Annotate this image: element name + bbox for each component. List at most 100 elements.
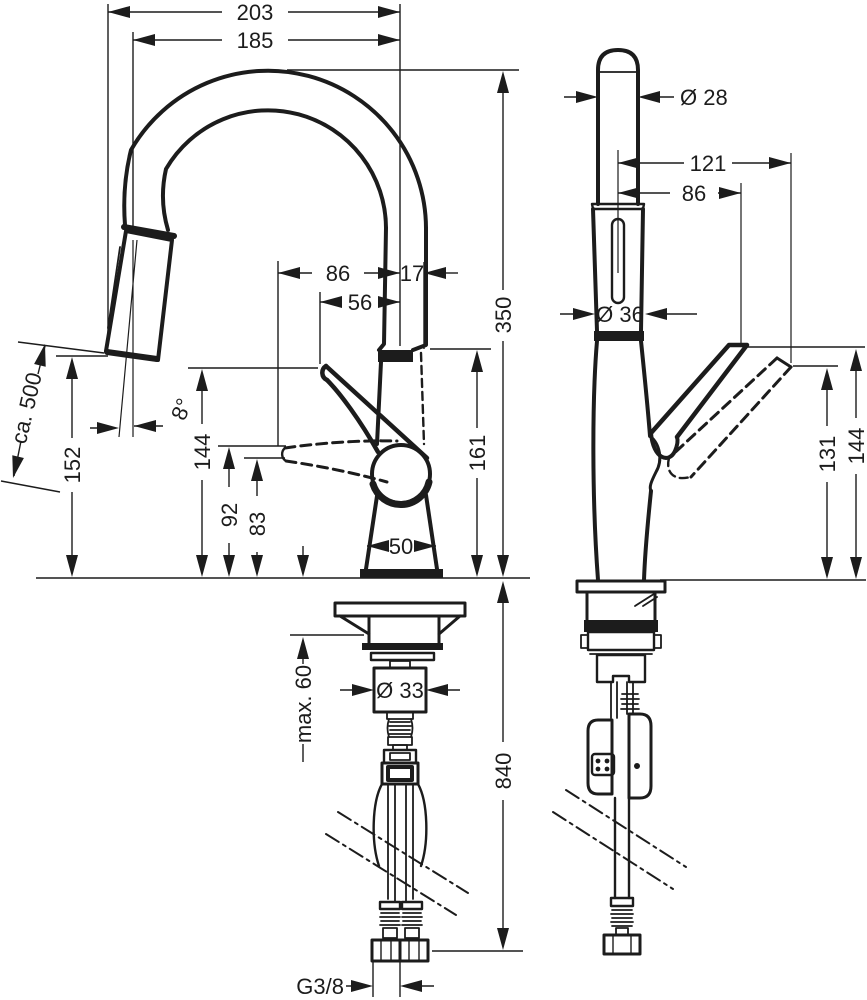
front-break-line-2 bbox=[552, 811, 674, 890]
dim-front-handle-down-height: 131 bbox=[815, 436, 840, 473]
front-extension-lines bbox=[617, 150, 792, 363]
side-valve-block-inner bbox=[386, 765, 414, 782]
dim-side-head-offset: 86 bbox=[326, 261, 350, 286]
dim-side-height-head: 152 bbox=[60, 447, 85, 484]
side-hose2-ribs bbox=[401, 912, 423, 926]
front-weight-clamp bbox=[590, 752, 616, 777]
dim-front-handle-reach: 86 bbox=[682, 181, 706, 206]
side-sprayhead bbox=[104, 229, 174, 362]
side-valve-block-upper-inner bbox=[389, 752, 411, 761]
front-handle-socket bbox=[648, 434, 662, 493]
side-valve-block bbox=[380, 761, 420, 786]
front-tube-ribs bbox=[620, 693, 640, 710]
front-handle-swung-boot bbox=[666, 456, 692, 480]
side-connector-cuff bbox=[387, 736, 413, 746]
side-washer bbox=[369, 651, 436, 662]
dim-side-spray-angle: 8° bbox=[166, 395, 197, 424]
side-handle-down-bottom bbox=[284, 459, 389, 484]
side-handle-bottom-edge bbox=[324, 377, 381, 455]
dim-side-handle-offset: 56 bbox=[348, 290, 372, 315]
dim-side-handle-down-bottom: 83 bbox=[245, 512, 270, 536]
side-connector-ribs bbox=[386, 718, 414, 738]
dim-front-spout-diameter: Ø 28 bbox=[680, 85, 728, 110]
dim-front-handle-up-height: 144 bbox=[844, 428, 867, 465]
front-view-dimensions: Ø 28 121 86 Ø 36 144 131 bbox=[560, 85, 867, 581]
front-spout-tube bbox=[596, 48, 640, 206]
dim-side-hose-length: 840 bbox=[491, 753, 516, 790]
front-tubes bbox=[610, 681, 634, 719]
side-spout-arc-inner bbox=[161, 108, 388, 232]
dim-front-handle-swing-reach: 121 bbox=[690, 151, 727, 176]
front-hose-cuff bbox=[609, 896, 635, 908]
side-spout-limb-outer bbox=[411, 226, 428, 352]
front-handle-swung bbox=[667, 356, 793, 479]
side-view-mounting bbox=[325, 601, 469, 963]
front-view-faucet bbox=[552, 48, 793, 956]
dim-side-height-spout-top: 350 bbox=[491, 297, 516, 334]
side-hose1-ribs bbox=[379, 912, 401, 926]
side-escutcheon-plate bbox=[333, 601, 467, 618]
front-flange-tab-left bbox=[580, 634, 589, 649]
front-weight-right bbox=[627, 712, 653, 800]
front-break-line-1 bbox=[565, 789, 687, 868]
front-weight-left bbox=[586, 718, 614, 796]
side-body-base bbox=[360, 569, 443, 578]
front-handle-boot bbox=[649, 431, 680, 460]
dim-side-handle-down-top: 92 bbox=[217, 503, 242, 527]
front-escutcheon-body bbox=[585, 590, 657, 622]
side-view-faucet bbox=[104, 68, 443, 578]
front-sprayhead-sides bbox=[591, 207, 645, 333]
side-nut-1-facets bbox=[380, 940, 392, 961]
dim-side-max-counter: max. 60 bbox=[291, 665, 316, 743]
side-hose1-neck bbox=[382, 927, 398, 939]
side-escutcheon-skirt bbox=[338, 614, 462, 636]
dim-side-shank-diameter: Ø 33 bbox=[376, 678, 424, 703]
front-nut-facets bbox=[612, 935, 632, 954]
front-escutcheon-band bbox=[584, 620, 658, 632]
dim-side-handle-up-height: 144 bbox=[190, 434, 215, 471]
side-sprayhead-face bbox=[104, 349, 160, 362]
side-ball-joint-base bbox=[369, 478, 433, 508]
side-body-right bbox=[424, 493, 439, 571]
side-nut-1 bbox=[370, 938, 402, 963]
dim-side-pullout-hose: ca. 500 bbox=[6, 370, 47, 446]
side-break-line-2 bbox=[325, 833, 457, 916]
side-escutcheon-body bbox=[367, 614, 441, 646]
front-escutcheon-plate bbox=[575, 579, 667, 594]
dim-side-spout-tip-offset: 17 bbox=[400, 261, 424, 286]
side-neck-edge bbox=[375, 360, 383, 446]
front-handle-swung-tip bbox=[775, 356, 793, 369]
side-connector-cap bbox=[386, 711, 414, 720]
front-flange-tab-right bbox=[653, 634, 662, 649]
side-handle-top-edge bbox=[323, 363, 430, 461]
side-nut-2 bbox=[398, 938, 430, 963]
side-hose1-cuff bbox=[378, 900, 402, 911]
side-handle-down-tip bbox=[280, 446, 288, 463]
side-nut-2-facets bbox=[408, 940, 420, 961]
side-sprayhead-detail bbox=[107, 246, 121, 329]
dim-side-height-outlet: 161 bbox=[465, 435, 490, 472]
front-hose-ribs bbox=[610, 909, 634, 927]
side-hoses bbox=[387, 783, 414, 903]
front-shank bbox=[595, 653, 647, 684]
side-hidden-edge bbox=[419, 351, 426, 446]
front-weight-screw bbox=[634, 763, 640, 769]
front-body-left bbox=[591, 339, 600, 582]
dim-side-thread-size: G3/8 bbox=[296, 974, 344, 999]
side-valve-block-upper bbox=[382, 748, 418, 765]
side-break-line-1 bbox=[337, 811, 469, 894]
side-hose2-cuff bbox=[400, 900, 424, 911]
front-hose bbox=[613, 796, 631, 900]
side-escutcheon-band bbox=[362, 643, 443, 650]
front-flange bbox=[586, 630, 656, 652]
front-escutcheon-mark bbox=[634, 591, 658, 607]
front-handle-up bbox=[648, 342, 750, 440]
side-body-left bbox=[364, 494, 379, 571]
dim-front-head-diameter: Ø 36 bbox=[596, 302, 644, 327]
side-handle-down-top bbox=[283, 439, 399, 450]
dim-side-reach-total: 203 bbox=[237, 0, 274, 25]
side-extension-lines bbox=[107, 4, 425, 446]
side-spout-arc-outer bbox=[122, 68, 428, 230]
